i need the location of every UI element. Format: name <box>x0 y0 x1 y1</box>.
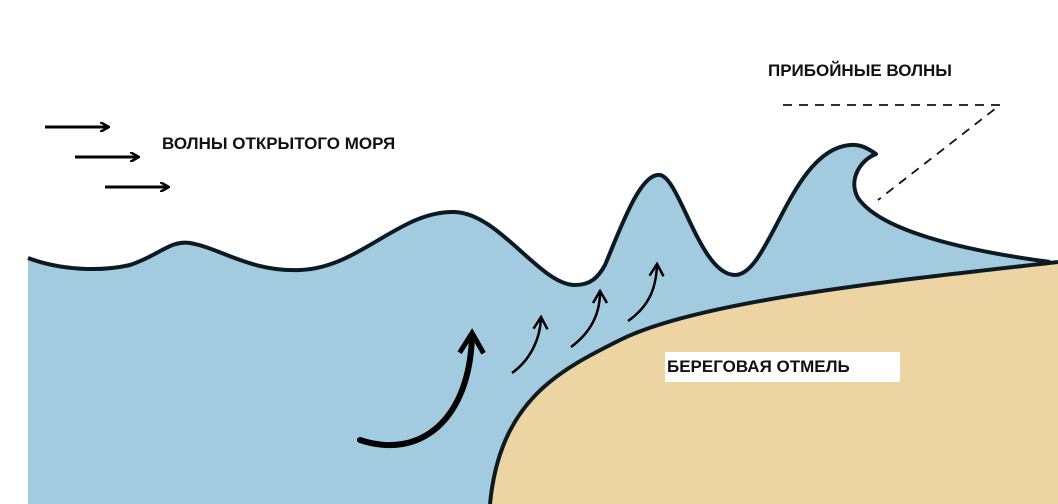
seabed-outline <box>488 260 1058 504</box>
large-curved-arrow-icon <box>357 335 472 448</box>
sand-shoal <box>490 262 1058 504</box>
surf-waves-label: ПРИБОЙНЫЕ ВОЛНЫ <box>768 61 952 80</box>
water-surface-outline <box>27 142 1051 287</box>
open-sea-waves-label: ВОЛНЫ ОТКРЫТОГО МОРЯ <box>162 134 396 153</box>
curved-arrow-icon <box>627 265 657 323</box>
curved-arrow-icon <box>570 292 600 349</box>
dashed-pointer <box>783 104 1003 201</box>
coastal-shoal-label: БЕРЕГОВАЯ ОТМЕЛЬ <box>665 352 900 382</box>
curved-arrow-icon <box>511 318 541 375</box>
